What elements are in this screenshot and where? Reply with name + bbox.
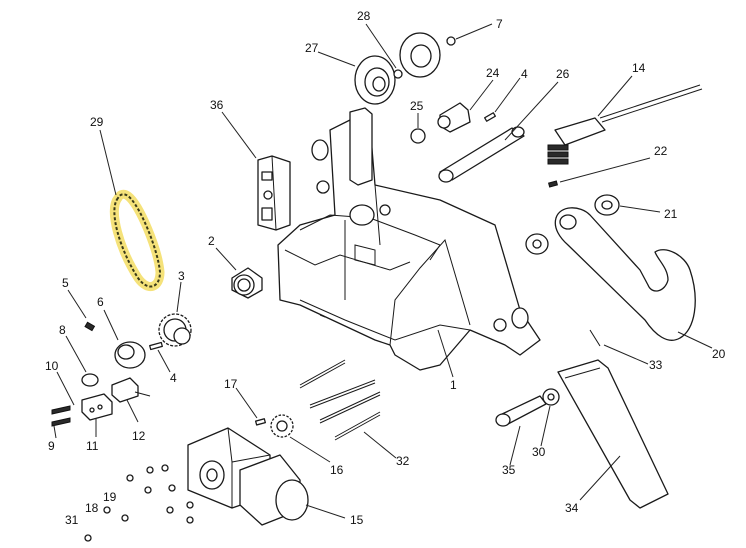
- callout-24: 24: [486, 66, 500, 80]
- part-ring-25: [410, 128, 426, 144]
- callout-32: 32: [396, 454, 410, 468]
- part-hardware: [84, 464, 194, 542]
- part-sprocket-small: [270, 414, 294, 438]
- callout-9: 9: [48, 439, 55, 453]
- callout-34: 34: [565, 501, 579, 515]
- callout-21: 21: [664, 207, 678, 221]
- callout-14: 14: [632, 61, 646, 75]
- callout-6: 6: [97, 295, 104, 309]
- callout-29: 29: [90, 115, 104, 129]
- callout-2: 2: [208, 234, 215, 248]
- callout-30: 30: [532, 445, 546, 459]
- callout-4-upper: 4: [521, 67, 528, 81]
- part-washer-lever: [525, 233, 549, 255]
- part-washer-30: [542, 388, 560, 406]
- part-screws: [51, 405, 71, 427]
- part-cable: [547, 84, 703, 165]
- part-switch-12: [111, 377, 151, 403]
- part-sprocket-large: [158, 313, 192, 347]
- callout-8: 8: [59, 323, 66, 337]
- callout-28: 28: [357, 9, 371, 23]
- callout-31: 31: [65, 513, 79, 527]
- callout-25: 25: [410, 99, 424, 113]
- part-pin-22: [548, 180, 558, 188]
- part-main-frame: [277, 107, 541, 371]
- callout-35: 35: [502, 463, 516, 477]
- callout-10: 10: [45, 359, 59, 373]
- part-block: [257, 155, 291, 231]
- part-hook-lever: [554, 207, 696, 341]
- callout-22: 22: [654, 144, 668, 158]
- callout-5: 5: [62, 276, 69, 290]
- callout-33: 33: [649, 358, 663, 372]
- part-bushing: [231, 267, 263, 299]
- callout-18: 18: [85, 501, 99, 515]
- callout-20: 20: [712, 347, 726, 361]
- callout-1: 1: [450, 378, 457, 392]
- part-pin-small: [149, 341, 163, 351]
- part-ring: [81, 373, 99, 387]
- part-shaft: [438, 126, 525, 183]
- part-pin-35: [495, 395, 547, 427]
- part-nut-7: [446, 36, 456, 46]
- callout-7: 7: [496, 17, 503, 31]
- part-fitting: [437, 102, 471, 133]
- part-chain: [110, 189, 165, 291]
- part-washer-21: [594, 194, 620, 216]
- part-collar: [114, 341, 146, 369]
- part-flange-27: [354, 55, 396, 105]
- callout-labels: 1 2 3 4 4 5 6 7 8 9 10 11 12 14 15 16 17…: [45, 9, 726, 527]
- part-gear-motor: [187, 427, 309, 526]
- part-flange-28: [393, 32, 441, 79]
- callout-15: 15: [350, 513, 364, 527]
- part-rods: [299, 359, 381, 441]
- part-pin-4: [484, 112, 496, 122]
- callout-26: 26: [556, 67, 570, 81]
- part-plate: [557, 359, 669, 509]
- callout-16: 16: [330, 463, 344, 477]
- part-switch-11: [81, 393, 113, 421]
- callout-17: 17: [224, 377, 238, 391]
- callout-19: 19: [103, 490, 117, 504]
- part-key: [84, 321, 96, 332]
- callout-12: 12: [132, 429, 146, 443]
- callout-3: 3: [178, 269, 185, 283]
- callout-27: 27: [305, 41, 319, 55]
- part-key-17: [254, 418, 266, 426]
- callout-4-lower: 4: [170, 371, 177, 385]
- callout-36: 36: [210, 98, 224, 112]
- leader-lines: [53, 23, 713, 519]
- callout-11: 11: [86, 439, 99, 453]
- part-pin-33: [589, 329, 601, 347]
